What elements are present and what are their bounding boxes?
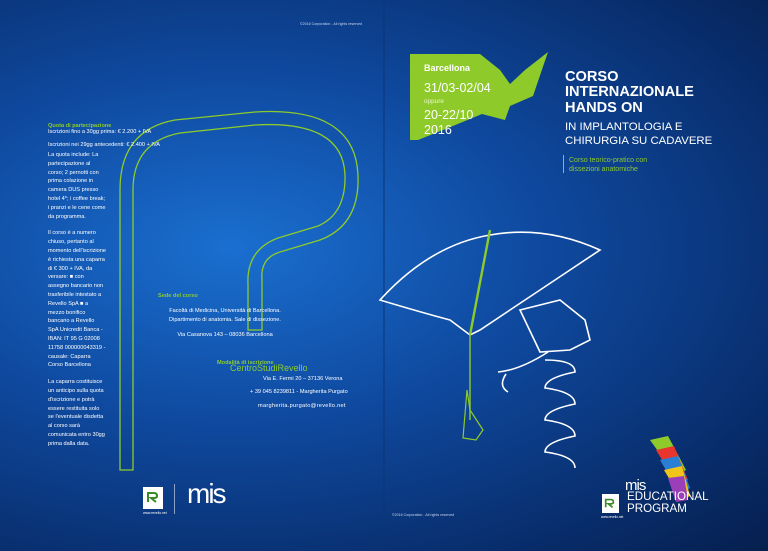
educational-program: EDUCATIONAL PROGRAM bbox=[627, 490, 709, 516]
quota-title: Quota di partecipazione bbox=[48, 122, 112, 129]
revello-logo-right bbox=[602, 494, 619, 513]
course-title-line2: INTERNAZIONALE bbox=[565, 84, 694, 101]
banner-city: Barcellona bbox=[424, 63, 471, 73]
banner-date-2: 20-22/10 2016 bbox=[424, 108, 491, 138]
sede-info: Facoltà di Medicina, Università di Barce… bbox=[165, 307, 285, 339]
revello-r-icon bbox=[147, 492, 159, 503]
educational-program-line1: EDUCATIONAL bbox=[627, 490, 709, 503]
course-subtitle: IN IMPLANTOLOGIA E CHIRURGIA SU CADAVERE bbox=[565, 120, 740, 148]
course-tagline-line1: Corso teorico-pratico con bbox=[569, 157, 648, 164]
mis-color-stripes bbox=[650, 436, 690, 502]
course-subtitle-line2: CHIRURGIA SU CADAVERE bbox=[565, 135, 713, 147]
modalita-title: Modalità di iscrizione bbox=[217, 359, 274, 366]
sede-title: Sede del corso bbox=[158, 292, 198, 299]
address: Via E. Fermi 20 – 37136 Verona bbox=[263, 376, 343, 382]
phone: + 39 045 8239811 - Margherita Purgato bbox=[250, 389, 348, 395]
quota-prices: Iscrizioni fino a 30gg prima: € 2.200 + … bbox=[48, 128, 198, 150]
quota-numero-chiuso: Il corso è a numero chiuso, pertanto al … bbox=[48, 230, 106, 369]
course-title-line1: CORSO bbox=[565, 69, 619, 85]
centro-studi-revello: CentroStudiRevello bbox=[230, 363, 308, 373]
quota-price-2: Iscrizioni nei 29gg antecedenti: € 2.400… bbox=[48, 141, 161, 148]
course-tagline: Corso teorico-pratico con dissezioni ana… bbox=[569, 157, 689, 174]
revello-logo-left bbox=[143, 487, 163, 509]
tagline-bar bbox=[563, 155, 565, 173]
banner-dates: Barcellona 31/03-02/04 oppure 20-22/10 2… bbox=[424, 63, 491, 138]
banner-date-1: 31/03-02/04 bbox=[424, 81, 491, 95]
mis-logo-left: mis bbox=[187, 478, 227, 509]
mis-logo-right: mis bbox=[625, 477, 646, 494]
green-banner bbox=[410, 52, 548, 140]
educational-program-line2: PROGRAM bbox=[627, 502, 687, 516]
logo-divider bbox=[174, 484, 175, 514]
copyright-bottom: ©2016 Corporation - All rights reserved bbox=[392, 513, 455, 517]
banner-date-2-line2: 2016 bbox=[424, 123, 452, 137]
r-logo-outline bbox=[119, 110, 359, 471]
revello-url-right[interactable]: www.revello.net bbox=[601, 515, 624, 519]
course-subtitle-line1: IN IMPLANTOLOGIA E bbox=[565, 121, 683, 133]
graduation-cap-illustration bbox=[378, 229, 602, 469]
copyright-top: ©2016 Corporation - All rights reserved bbox=[300, 22, 363, 26]
quota-includes: La quota include: La partecipazione al c… bbox=[48, 152, 106, 220]
sede-line-2: Via Casanova 143 – 08036 Barcellona bbox=[177, 331, 273, 338]
sede-line-1: Facoltà di Medicina, Università di Barce… bbox=[169, 308, 281, 323]
quota-caparra: La caparra costituisce un anticipo sulla… bbox=[48, 379, 105, 447]
banner-date-2-line1: 20-22/10 bbox=[424, 108, 474, 122]
revello-url-left[interactable]: www.revello.net bbox=[143, 511, 167, 515]
revello-r-icon-right bbox=[604, 498, 615, 508]
quota-price-1: Iscrizioni fino a 30gg prima: € 2.200 + … bbox=[48, 129, 152, 135]
banner-oppure: oppure bbox=[424, 98, 444, 105]
course-tagline-line2: dissezioni anatomiche bbox=[569, 165, 638, 173]
course-title-line3: HANDS ON bbox=[565, 99, 643, 116]
quota-description: La quota include: La partecipazione al c… bbox=[48, 151, 106, 449]
email-link[interactable]: margherita.purgato@revello.net bbox=[258, 403, 346, 409]
course-title: CORSO INTERNAZIONALE HANDS ON bbox=[565, 69, 715, 116]
